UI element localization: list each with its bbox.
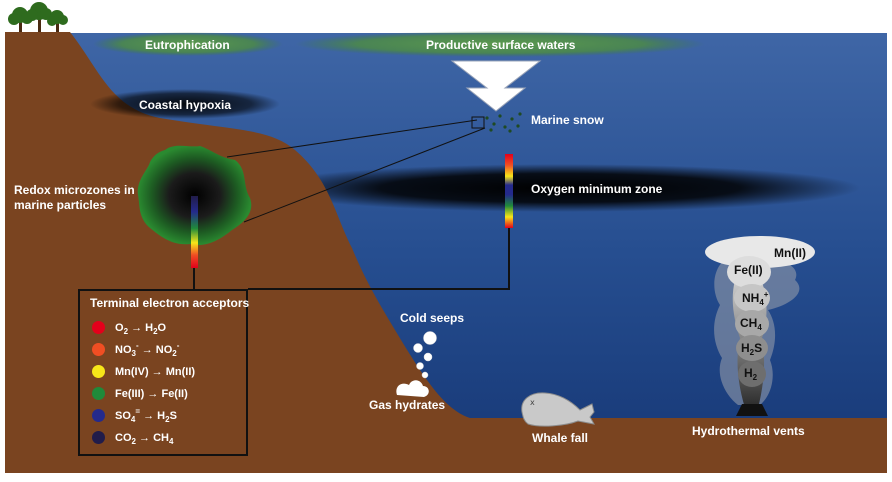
- whale-fall-carcass: x: [521, 392, 595, 427]
- zoom-line-top: [226, 119, 478, 158]
- omz-band: [260, 164, 860, 212]
- gas-hydrates: [396, 380, 429, 397]
- connector-omz: [248, 228, 510, 290]
- svg-text:x: x: [530, 398, 535, 407]
- label-marine-snow: Marine snow: [531, 113, 604, 127]
- label-gas-hydrates: Gas hydrates: [369, 398, 446, 412]
- marine-particle: [137, 145, 252, 246]
- legend-reaction: CO2 → CH4: [115, 431, 174, 446]
- particle-redox-bar: [191, 196, 198, 268]
- cold-seep-bubbles: [413, 331, 437, 379]
- legend-color-dot: [92, 342, 105, 356]
- label-coastal-hypoxia: Coastal hypoxia: [139, 98, 232, 112]
- legend-color-dot: [92, 408, 105, 422]
- legend-reaction: NO3- → NO2-: [115, 340, 180, 358]
- legend-reaction: O2 → H2O: [115, 321, 167, 336]
- label-hydrothermal-vents: Hydrothermal vents: [692, 424, 805, 438]
- productive-waters-band: [295, 31, 705, 57]
- legend-reaction: Mn(IV) → Mn(II): [115, 365, 196, 378]
- flux-arrow: [450, 60, 542, 112]
- legend-item: NO3- → NO2-: [92, 340, 180, 358]
- vent-label-mn: Mn(II): [774, 246, 806, 260]
- legend-item: Mn(IV) → Mn(II): [92, 363, 195, 379]
- coastal-hypoxia-zone: [90, 89, 280, 119]
- legend-box: Terminal electron acceptors O2 → H2O NO3-…: [78, 289, 250, 456]
- label-whale-fall: Whale fall: [532, 431, 589, 445]
- label-cold-seeps: Cold seeps: [400, 311, 465, 325]
- legend-reaction: Fe(III) → Fe(II): [115, 387, 188, 400]
- eutrophication-band: [93, 32, 283, 56]
- label-oxygen-minimum-zone: Oxygen minimum zone: [531, 182, 663, 196]
- vent-plume: [705, 236, 815, 416]
- legend-color-dot: [92, 430, 105, 444]
- marine-snow-particles: [485, 112, 522, 133]
- vent-label-fe: Fe(II): [734, 263, 763, 277]
- label-eutrophication: Eutrophication: [145, 38, 230, 52]
- vent-label-h2: H2: [744, 366, 758, 382]
- vent-label-ch4: CH4: [740, 316, 762, 332]
- trees: [8, 2, 68, 32]
- omz-redox-bar: [505, 154, 513, 228]
- legend-color-dot: [92, 364, 105, 378]
- legend-title: Terminal electron acceptors: [90, 296, 250, 310]
- legend-reaction: SO4= → H2S: [115, 406, 177, 424]
- vent-label-h2s: H2S: [741, 341, 763, 357]
- legend-item: O2 → H2O: [92, 319, 167, 336]
- legend-item: SO4= → H2S: [92, 406, 177, 424]
- legend-color-dot: [92, 320, 105, 334]
- label-redox-microzones-line1: Redox microzones in: [14, 183, 135, 197]
- zoom-line-bottom: [243, 127, 486, 223]
- vent-label-nh4: NH4+: [742, 290, 769, 307]
- label-productive-surface-waters: Productive surface waters: [426, 38, 576, 52]
- label-redox-microzones-line2: marine particles: [14, 198, 107, 212]
- marine-snow-box: [471, 116, 485, 129]
- legend-item: Fe(III) → Fe(II): [92, 385, 188, 401]
- sediment: [5, 32, 887, 473]
- legend-item: CO2 → CH4: [92, 429, 174, 446]
- legend-color-dot: [92, 386, 105, 400]
